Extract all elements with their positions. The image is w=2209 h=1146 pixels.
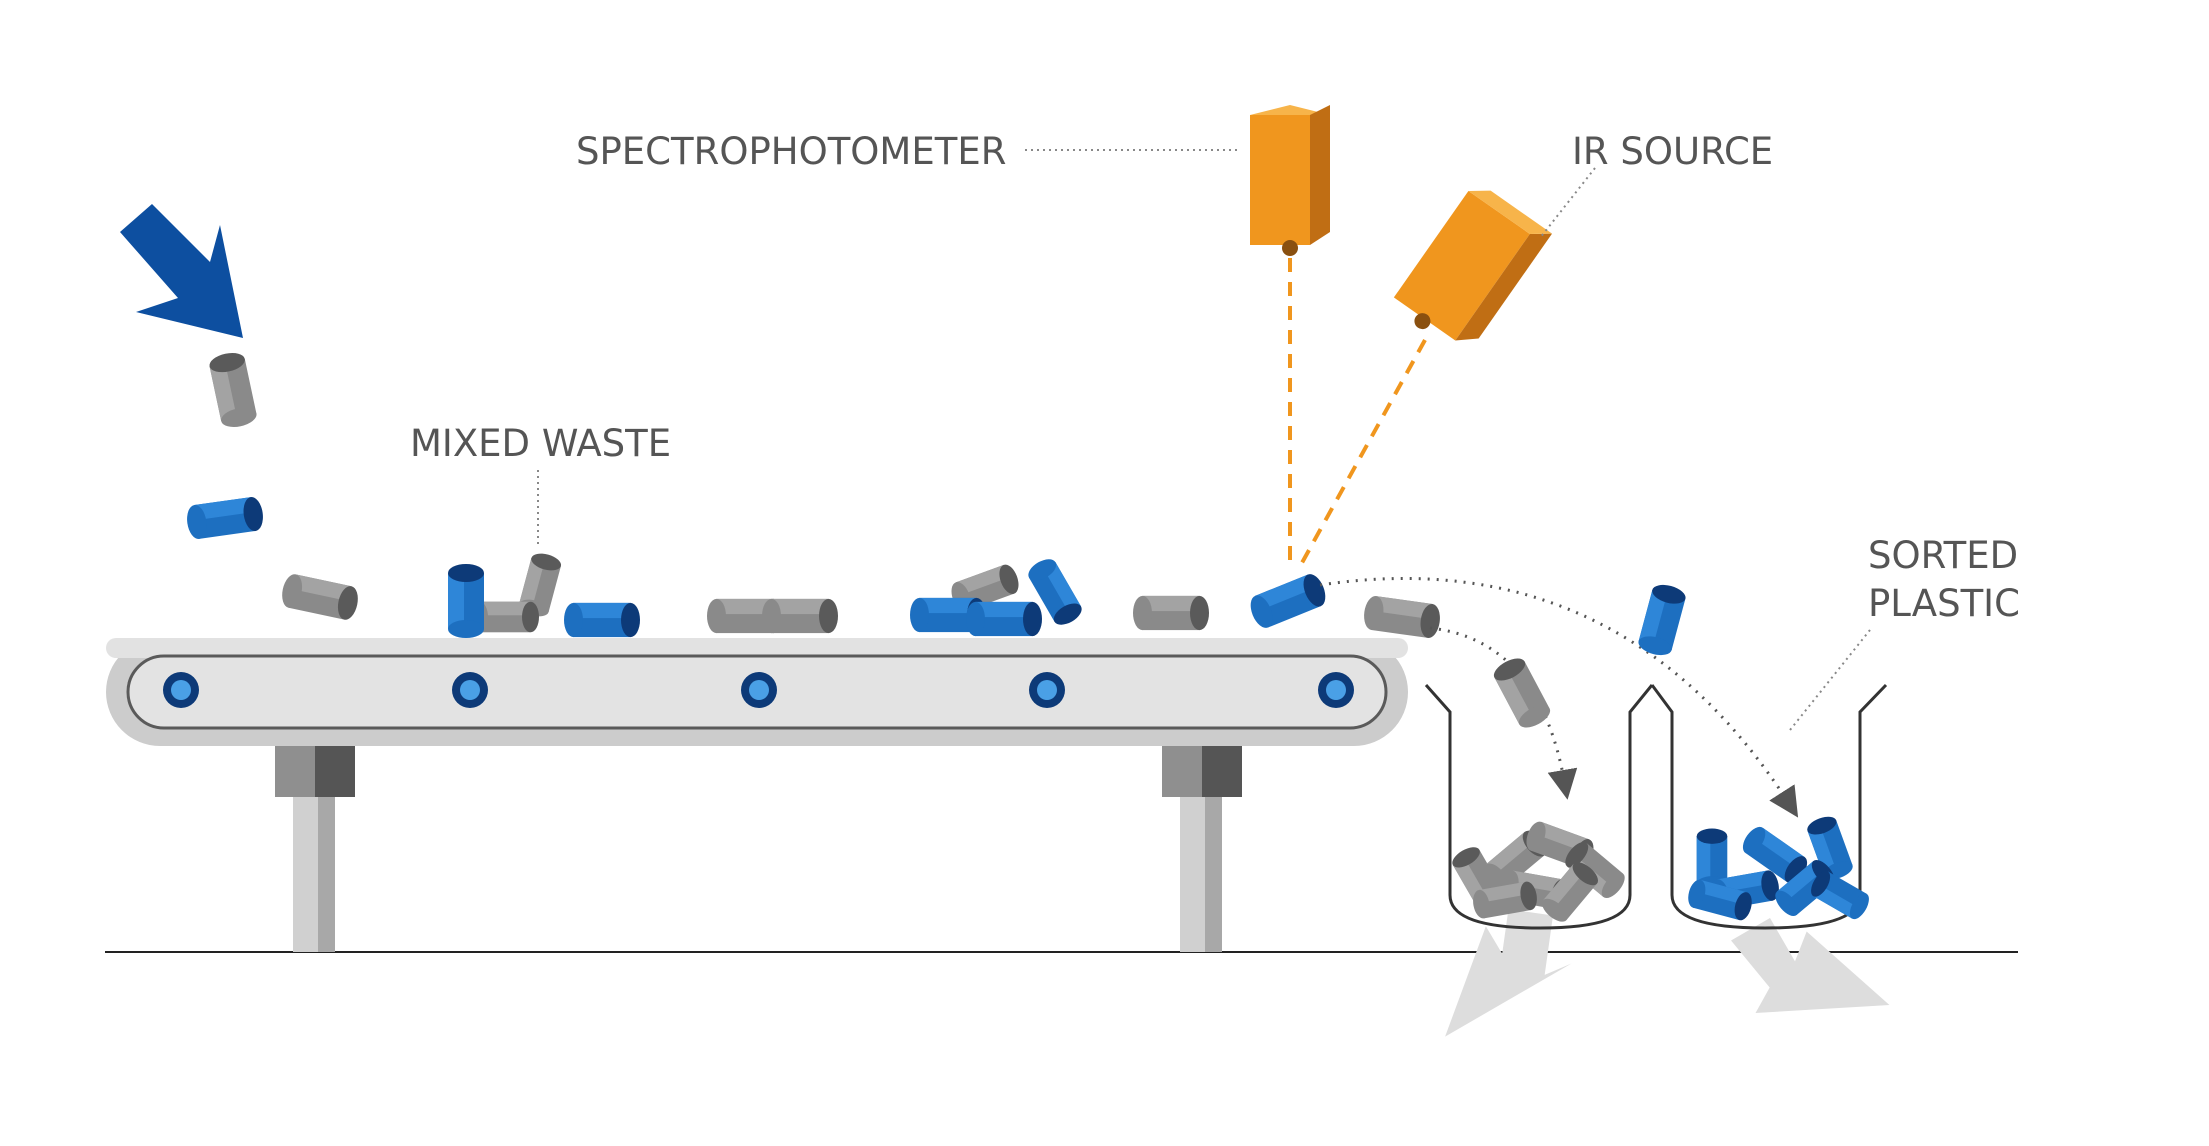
ir-source-label: IR SOURCE bbox=[1572, 130, 1774, 173]
mixed-waste-pile bbox=[448, 550, 640, 638]
sorted-plastic-label-line1: SORTED bbox=[1868, 534, 2019, 577]
waste-items bbox=[707, 598, 838, 634]
ir-source-sensor bbox=[1393, 190, 1553, 341]
waste-item bbox=[279, 572, 361, 622]
spectrophotometer-label: SPECTROPHOTOMETER bbox=[576, 130, 1007, 173]
waste-trajectory bbox=[1429, 626, 1578, 800]
sorted-plastic-label: SORTED PLASTIC bbox=[1868, 532, 2020, 628]
arrow-down-icon bbox=[1731, 918, 1890, 1013]
conveyor-leg-right bbox=[1162, 745, 1242, 952]
plastic-item-in-flight bbox=[1636, 581, 1688, 659]
falling-plastic-item bbox=[184, 495, 266, 541]
sorted-plastic-leader bbox=[1789, 629, 1871, 731]
conveyor-belt bbox=[106, 638, 1408, 746]
waste-item bbox=[1133, 595, 1209, 631]
scanned-plastic-item bbox=[1246, 570, 1330, 632]
spectrophotometer-sensor bbox=[1250, 105, 1330, 256]
sorted-plastic-label-line2: PLASTIC bbox=[1868, 582, 2020, 626]
waste-bin bbox=[1424, 684, 1654, 930]
falling-waste-item bbox=[207, 350, 259, 430]
waste-item-dropping bbox=[1361, 594, 1443, 640]
waste-item-in-flight bbox=[1490, 653, 1554, 733]
arrow-down-icon bbox=[1445, 909, 1572, 1037]
plastic-trajectory bbox=[1319, 577, 1799, 818]
conveyor-leg-left bbox=[275, 745, 355, 952]
sorted-plastic-bin bbox=[1650, 683, 1888, 930]
arrow-down-right-icon bbox=[120, 204, 243, 338]
conveyor-rollers bbox=[163, 672, 1354, 708]
ir-beam bbox=[1296, 339, 1427, 571]
ir-source-leader bbox=[1539, 167, 1596, 239]
mixed-waste-pile-2 bbox=[910, 554, 1086, 637]
mixed-waste-label: MIXED WASTE bbox=[410, 422, 672, 465]
